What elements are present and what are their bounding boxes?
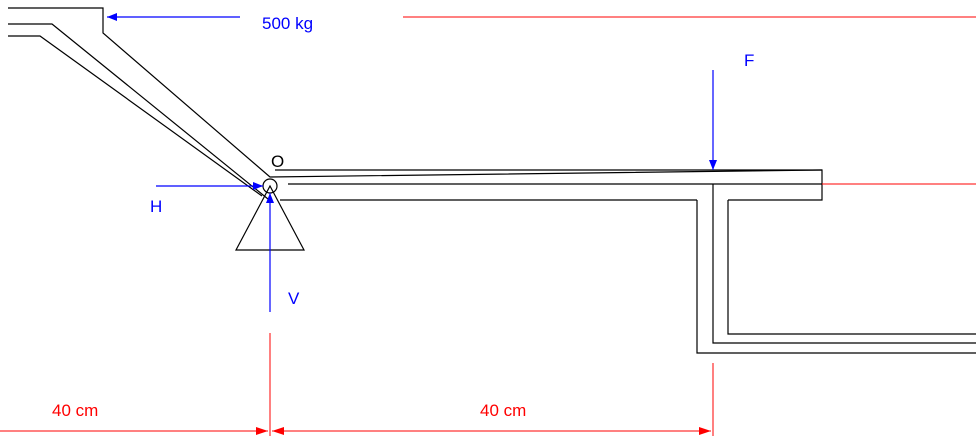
force-f-label: F [744, 51, 754, 70]
top-arm-outer [8, 7, 823, 178]
dim-left-label: 40 cm [52, 401, 98, 420]
leg-outer [696, 200, 976, 354]
top-arm-inner [8, 23, 269, 200]
leg-mid [712, 184, 976, 344]
force-v-label: V [288, 289, 300, 308]
pivot-label: O [271, 152, 284, 171]
dimension-lines [0, 16, 976, 436]
dim-right-label: 40 cm [480, 401, 526, 420]
lever-structure [8, 7, 976, 354]
force-h-label: H [150, 197, 162, 216]
load-label: 500 kg [262, 14, 313, 33]
top-arm-inner-2 [8, 35, 263, 197]
beam-top-edge [275, 169, 823, 201]
leg-inner [727, 200, 976, 335]
force-arrows [107, 13, 717, 312]
